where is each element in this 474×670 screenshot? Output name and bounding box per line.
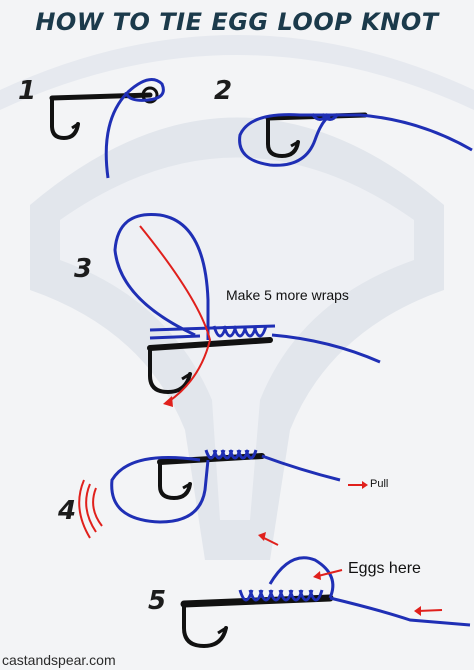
step-3-illustration: [113, 212, 381, 407]
hook-1-eye: [141, 86, 159, 104]
step-number-5: 5: [148, 586, 167, 616]
wraps-annotation: Make 5 more wraps: [226, 287, 349, 303]
hook-3-shank: [147, 337, 273, 351]
hook-1-shank: [49, 92, 153, 101]
step-number-1: 1: [18, 76, 37, 106]
line-5-loop: [268, 556, 335, 599]
line-1: [104, 78, 165, 179]
arrow-3: [139, 225, 212, 403]
step-number-2: 2: [214, 76, 233, 106]
pull-annotation: Pull: [370, 478, 389, 490]
hook-1-barb: [71, 122, 79, 130]
site-credit: castandspear.com: [2, 652, 116, 668]
step-1-illustration: [49, 78, 165, 179]
page-title: HOW TO TIE EGG LOOP KNOT: [35, 8, 439, 36]
step-number-3: 3: [74, 254, 93, 284]
arrow-5a: [261, 536, 279, 546]
hook-2: [266, 116, 300, 159]
step-4-illustration: [78, 449, 368, 539]
step-5-illustration: [180, 532, 471, 649]
arrow-5c: [417, 609, 443, 612]
arrow-5b: [317, 569, 343, 577]
watermark-background: [0, 35, 474, 560]
hook-4: [158, 460, 192, 501]
line-4-loop: [110, 456, 210, 524]
step-number-4: 4: [58, 496, 77, 526]
line-2: [238, 113, 473, 167]
motion-lines-4: [78, 479, 103, 539]
step-2-illustration: [238, 112, 473, 167]
hook-1: [50, 96, 80, 141]
hook-3: [148, 346, 192, 395]
hook-5: [182, 602, 228, 649]
eggs-annotation: Eggs here: [348, 560, 421, 577]
line-3-loop: [113, 212, 210, 340]
